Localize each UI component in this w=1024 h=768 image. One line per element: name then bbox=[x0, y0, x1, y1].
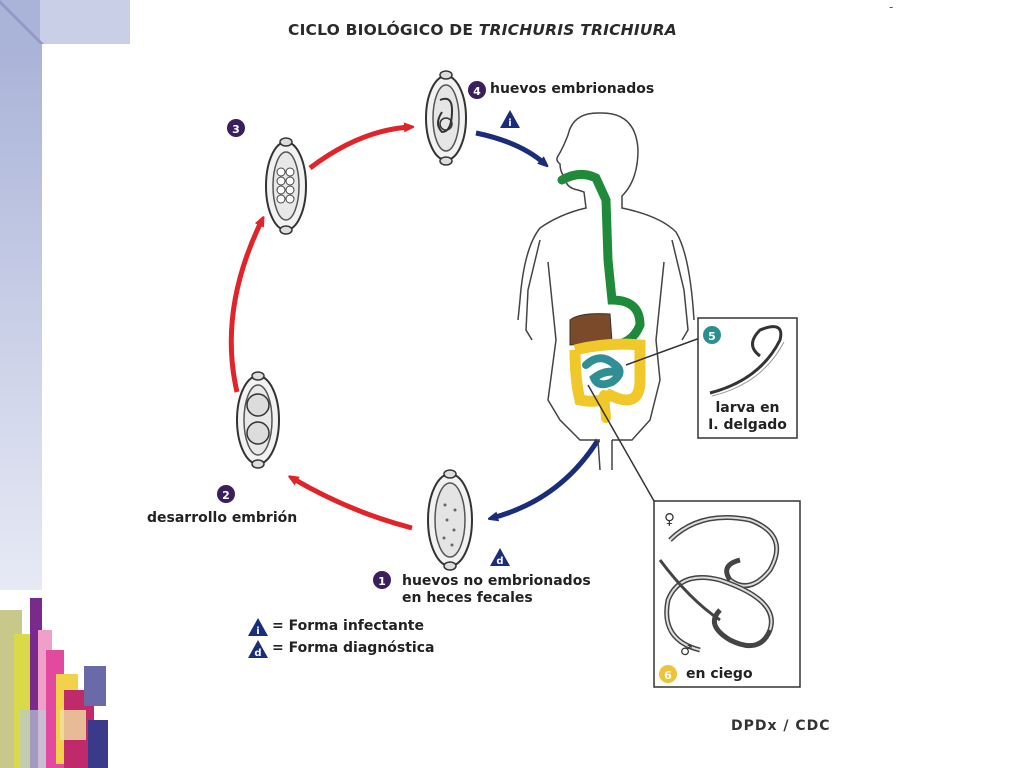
egg-multicellular bbox=[265, 137, 307, 235]
diagnostic-marker-letter: d bbox=[496, 556, 503, 567]
legend-infective-letter: i bbox=[256, 626, 259, 637]
title-italic: TRICHURIS TRICHIURA bbox=[478, 21, 677, 39]
stage-number-4: 4 bbox=[473, 85, 481, 98]
male-symbol: ♂ bbox=[680, 643, 693, 659]
adult-worms-inset bbox=[653, 500, 801, 688]
arrow-3-to-4 bbox=[308, 127, 410, 170]
stage-marker-6: 6 bbox=[659, 665, 677, 683]
legend-infective: = Forma infectante bbox=[272, 618, 424, 634]
label-stage-4: huevos embrionados bbox=[490, 81, 655, 97]
digestive-tract bbox=[557, 170, 646, 423]
legend-diagnostic-letter: d bbox=[254, 648, 261, 659]
label-stage-5-line2: I. delgado bbox=[708, 417, 787, 433]
legend-infective-triangle: i bbox=[248, 618, 268, 637]
stage-marker-3: 3 bbox=[227, 119, 245, 137]
legend-diagnostic-triangle: d bbox=[248, 640, 268, 659]
pointer-to-adults bbox=[587, 384, 659, 509]
egg-embryonated bbox=[425, 70, 467, 166]
label-stage-5-line1: larva en bbox=[715, 400, 780, 416]
pointer-to-larva bbox=[625, 337, 701, 366]
slide-decoration-sidebar bbox=[0, 44, 42, 590]
stage-marker-5: 5 bbox=[703, 326, 721, 344]
female-symbol: ♀ bbox=[664, 510, 675, 528]
human-host bbox=[517, 112, 695, 471]
stage-marker-2: 2 bbox=[217, 485, 235, 503]
stage-number-3: 3 bbox=[232, 123, 240, 136]
diagnostic-marker-triangle: d bbox=[490, 548, 510, 567]
egg-unembryonated bbox=[427, 469, 473, 571]
slide-decoration-bottom bbox=[0, 598, 108, 768]
legend-diagnostic: = Forma diagnóstica bbox=[272, 640, 435, 656]
infective-marker-letter: i bbox=[508, 118, 511, 129]
arrow-4-to-host bbox=[475, 130, 545, 164]
label-stage-2: desarrollo embrión bbox=[147, 510, 298, 526]
stage-marker-4: 4 bbox=[468, 81, 486, 99]
page-title: CICLO BIOLÓGICO DE TRICHURIS TRICHIURA bbox=[288, 21, 677, 39]
stage-number-1: 1 bbox=[378, 575, 386, 588]
title-main: CICLO BIOLÓGICO DE bbox=[288, 21, 479, 39]
stage-number-5: 5 bbox=[708, 330, 716, 343]
label-stage-1-line1: huevos no embrionados bbox=[402, 573, 591, 589]
egg-two-cell bbox=[236, 371, 280, 469]
label-stage-6: en ciego bbox=[686, 666, 753, 682]
label-stage-1-line2: en heces fecales bbox=[402, 590, 533, 606]
top-dash: - bbox=[889, 0, 894, 14]
stage-number-2: 2 bbox=[222, 489, 230, 502]
arrow-2-to-3 bbox=[228, 220, 262, 393]
arrow-1-to-2 bbox=[292, 478, 413, 531]
source-credit: DPDx / CDC bbox=[731, 718, 831, 734]
stage-marker-1: 1 bbox=[373, 571, 391, 589]
arrow-host-to-1 bbox=[492, 438, 601, 518]
infective-marker-triangle: i bbox=[500, 110, 520, 129]
stage-number-6: 6 bbox=[664, 669, 672, 682]
